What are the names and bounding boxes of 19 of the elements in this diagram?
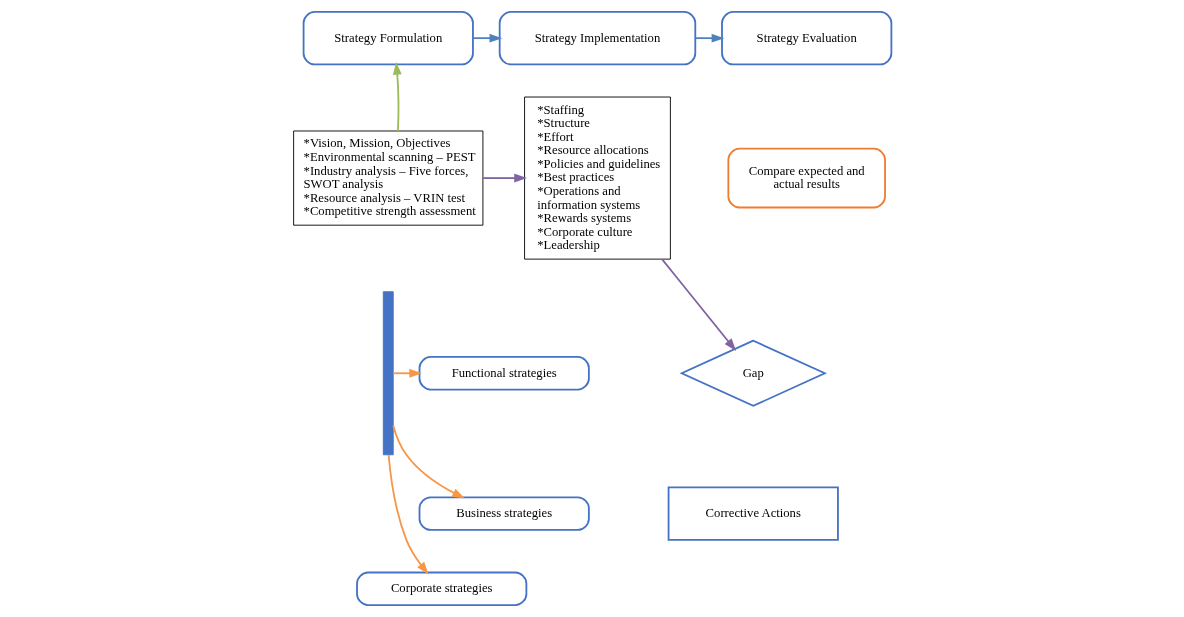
arrow <box>694 33 724 43</box>
node-box: Strategy Evaluation <box>720 11 892 66</box>
arrow <box>481 173 527 183</box>
node-box: Corrective Actions <box>667 486 839 541</box>
node-box: Strategy Formulation <box>302 11 474 66</box>
node-box: Corporate strategies <box>355 571 527 606</box>
arrow <box>387 454 429 575</box>
node-box: Functional strategies <box>418 356 590 391</box>
arrow <box>471 33 502 43</box>
node-box: *Staffing *Structure *Effort *Resource allocations *Policies and guidelines *Best practices *Operations and information systems *Rewards systems *Corporate culture *Leadership <box>523 96 671 260</box>
arrow <box>391 368 422 378</box>
node-box: Business strategies <box>418 496 590 531</box>
arrow <box>391 424 465 499</box>
node-box: Compare expected and actual results <box>726 147 886 209</box>
node-bar <box>382 291 394 456</box>
node-box: *Vision, Mission, Objectives *Environmental scanning – PEST *Industry analysis – Five forces, SWOT analysis *Resource analysis – VRIN test *Competitive strength assessment <box>292 130 483 226</box>
node-box: Strategy Implementation <box>498 11 696 66</box>
arrow <box>392 62 402 132</box>
arrow <box>660 258 736 352</box>
